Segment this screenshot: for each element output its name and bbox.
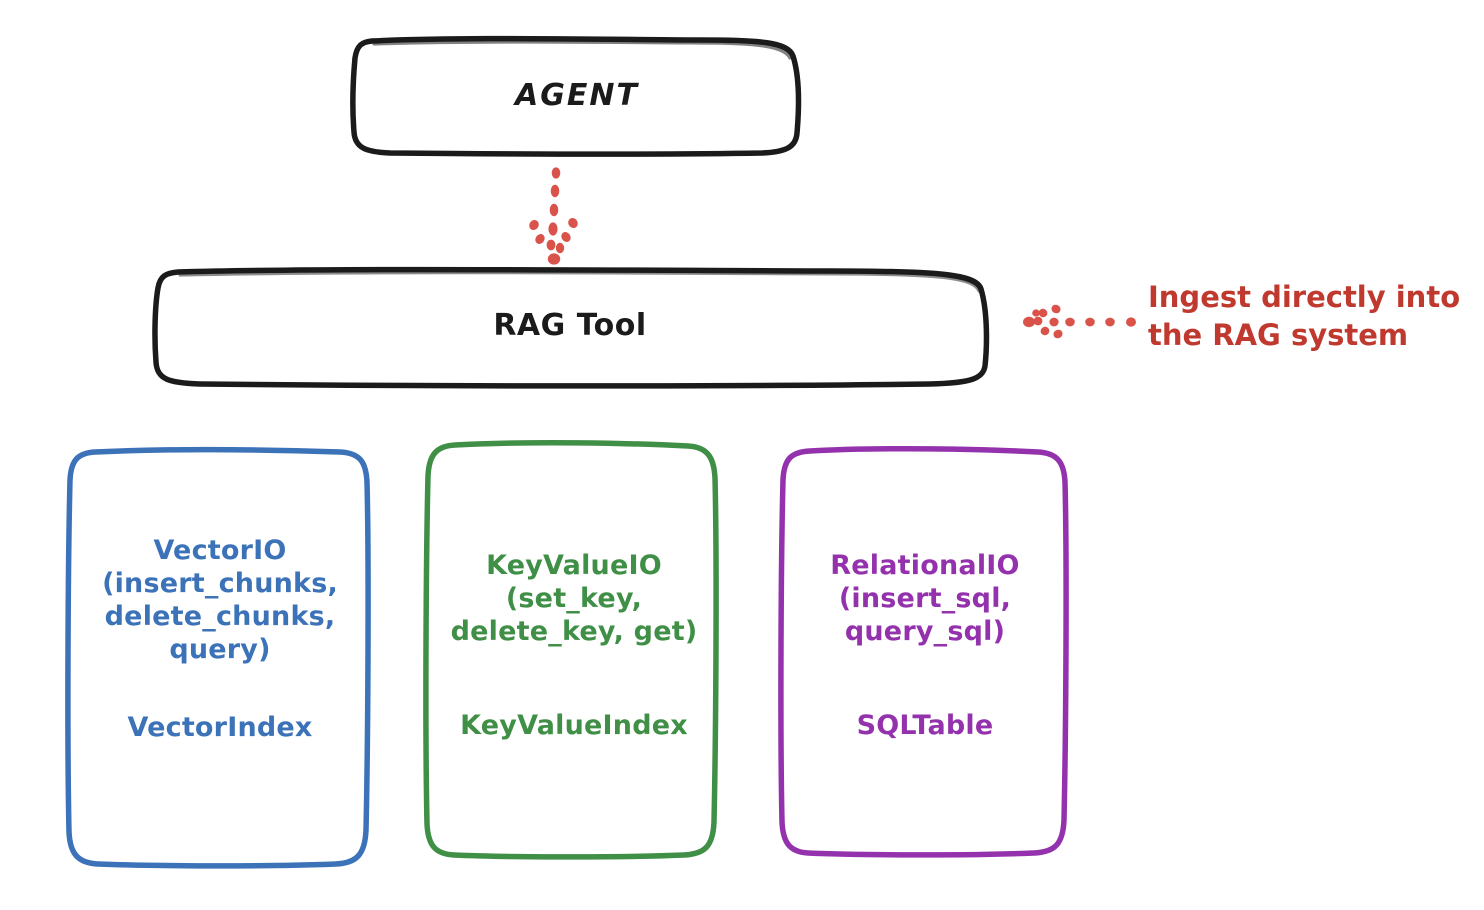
node-relational-io[interactable] <box>778 446 1069 858</box>
connector-agent-to-rag-tool <box>529 167 578 265</box>
connector-ingest-to-rag-tool <box>1023 304 1136 339</box>
node-vector-io[interactable] <box>65 446 371 869</box>
node-agent[interactable] <box>350 35 802 157</box>
node-rag-tool[interactable] <box>152 266 990 389</box>
node-key-value-io[interactable] <box>423 440 719 860</box>
